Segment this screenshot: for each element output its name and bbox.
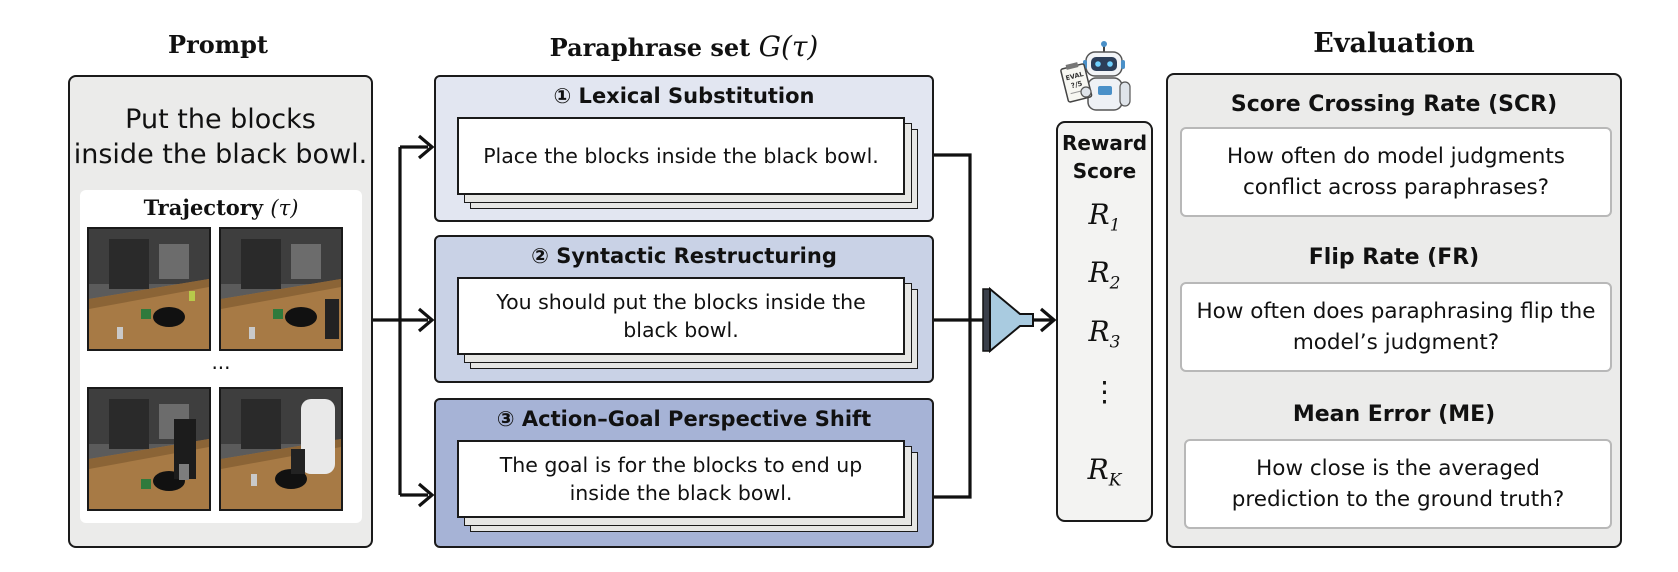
paraphrase-heading: Paraphrase set G(τ) bbox=[434, 30, 934, 63]
arrowhead-right bbox=[417, 134, 435, 160]
trajectory-symbol: (τ) bbox=[270, 196, 299, 220]
reward-symbol-base: R bbox=[1087, 453, 1109, 486]
arrowhead-right bbox=[417, 307, 435, 333]
paraphrase-title-1: ① Lexical Substitution bbox=[553, 84, 815, 108]
connector-line bbox=[934, 153, 972, 499]
trajectory-frame-4 bbox=[219, 387, 343, 511]
evaluation-panel: Score Crossing Rate (SCR) How often do m… bbox=[1166, 73, 1622, 548]
paraphrase-card-3: The goal is for the blocks to end up ins… bbox=[457, 440, 905, 518]
prompt-panel: Put the blocks inside the black bowl. Tr… bbox=[68, 75, 373, 548]
trajectory-frame-2 bbox=[219, 227, 343, 351]
reward-symbol-base: R bbox=[1088, 256, 1110, 289]
metric-title-fr: Flip Rate (FR) bbox=[1308, 245, 1480, 270]
reward-symbol-vdots: ⋮ bbox=[1058, 375, 1151, 413]
paraphrase-card-2: You should put the blocks inside the bla… bbox=[457, 277, 905, 355]
paraphrase-title-2: ② Syntactic Restructuring bbox=[531, 244, 837, 268]
reward-symbol-1: R1 bbox=[1058, 198, 1151, 236]
prompt-heading: Prompt bbox=[168, 30, 268, 59]
funnel-icon bbox=[982, 286, 1034, 354]
reward-score-panel: Reward Score R1 R2 R3 ⋮ RK bbox=[1056, 121, 1153, 522]
reward-symbol-base: ⋮ bbox=[1090, 375, 1119, 408]
paraphrase-panel-2: ② Syntactic Restructuring You should put… bbox=[434, 235, 934, 383]
arrowhead-right bbox=[417, 482, 435, 508]
prompt-text-line1: Put the blocks bbox=[125, 104, 316, 135]
reward-symbol-sub: 3 bbox=[1109, 332, 1121, 353]
clipboard-line2: ?/5 bbox=[1070, 80, 1083, 91]
reward-symbol-base: R bbox=[1088, 315, 1110, 348]
prompt-text: Put the blocks inside the black bowl. bbox=[70, 102, 371, 172]
metric-question-me: How close is the averaged prediction to … bbox=[1184, 439, 1612, 529]
reward-symbol-sub: 2 bbox=[1109, 273, 1121, 294]
reward-symbol-sub: K bbox=[1108, 470, 1122, 491]
trajectory-label-text: Trajectory bbox=[143, 195, 264, 220]
metric-title-me: Mean Error (ME) bbox=[1292, 402, 1496, 427]
reward-symbol-2: R2 bbox=[1058, 256, 1151, 294]
paraphrase-card-1: Place the blocks inside the black bowl. bbox=[457, 117, 905, 195]
paraphrase-heading-symbol: G(τ) bbox=[758, 30, 819, 63]
reward-symbol-k: RK bbox=[1058, 453, 1151, 491]
trajectory-box: Trajectory (τ) bbox=[80, 190, 362, 523]
trajectory-ellipsis: ... bbox=[211, 350, 231, 374]
paraphrase-title-3: ③ Action–Goal Perspective Shift bbox=[496, 407, 872, 431]
paraphrase-panel-3: ③ Action–Goal Perspective Shift The goal… bbox=[434, 398, 934, 548]
paraphrase-panel-1: ① Lexical Substitution Place the blocks … bbox=[434, 75, 934, 222]
trajectory-frame-3 bbox=[87, 387, 211, 511]
reward-score-label: Reward Score bbox=[1058, 129, 1151, 185]
evaluation-heading: Evaluation bbox=[1313, 28, 1475, 59]
robot-icon: EVAL ?/5 bbox=[1060, 41, 1131, 111]
reward-symbol-3: R3 bbox=[1058, 315, 1151, 353]
metric-question-scr: How often do model judgments conflict ac… bbox=[1180, 127, 1612, 217]
metric-title-scr: Score Crossing Rate (SCR) bbox=[1230, 92, 1558, 117]
reward-score-label-line1: Reward bbox=[1061, 131, 1148, 155]
reward-symbol-sub: 1 bbox=[1109, 215, 1121, 236]
arrowhead-right bbox=[1039, 307, 1057, 333]
paraphrase-heading-text: Paraphrase set bbox=[549, 33, 751, 62]
trajectory-label: Trajectory (τ) bbox=[80, 195, 362, 220]
trajectory-frame-1 bbox=[87, 227, 211, 351]
prompt-text-line2: inside the black bowl. bbox=[73, 139, 368, 170]
metric-question-fr: How often does paraphrasing flip the mod… bbox=[1180, 282, 1612, 372]
reward-score-label-line2: Score bbox=[1072, 159, 1137, 183]
reward-symbol-base: R bbox=[1088, 198, 1110, 231]
